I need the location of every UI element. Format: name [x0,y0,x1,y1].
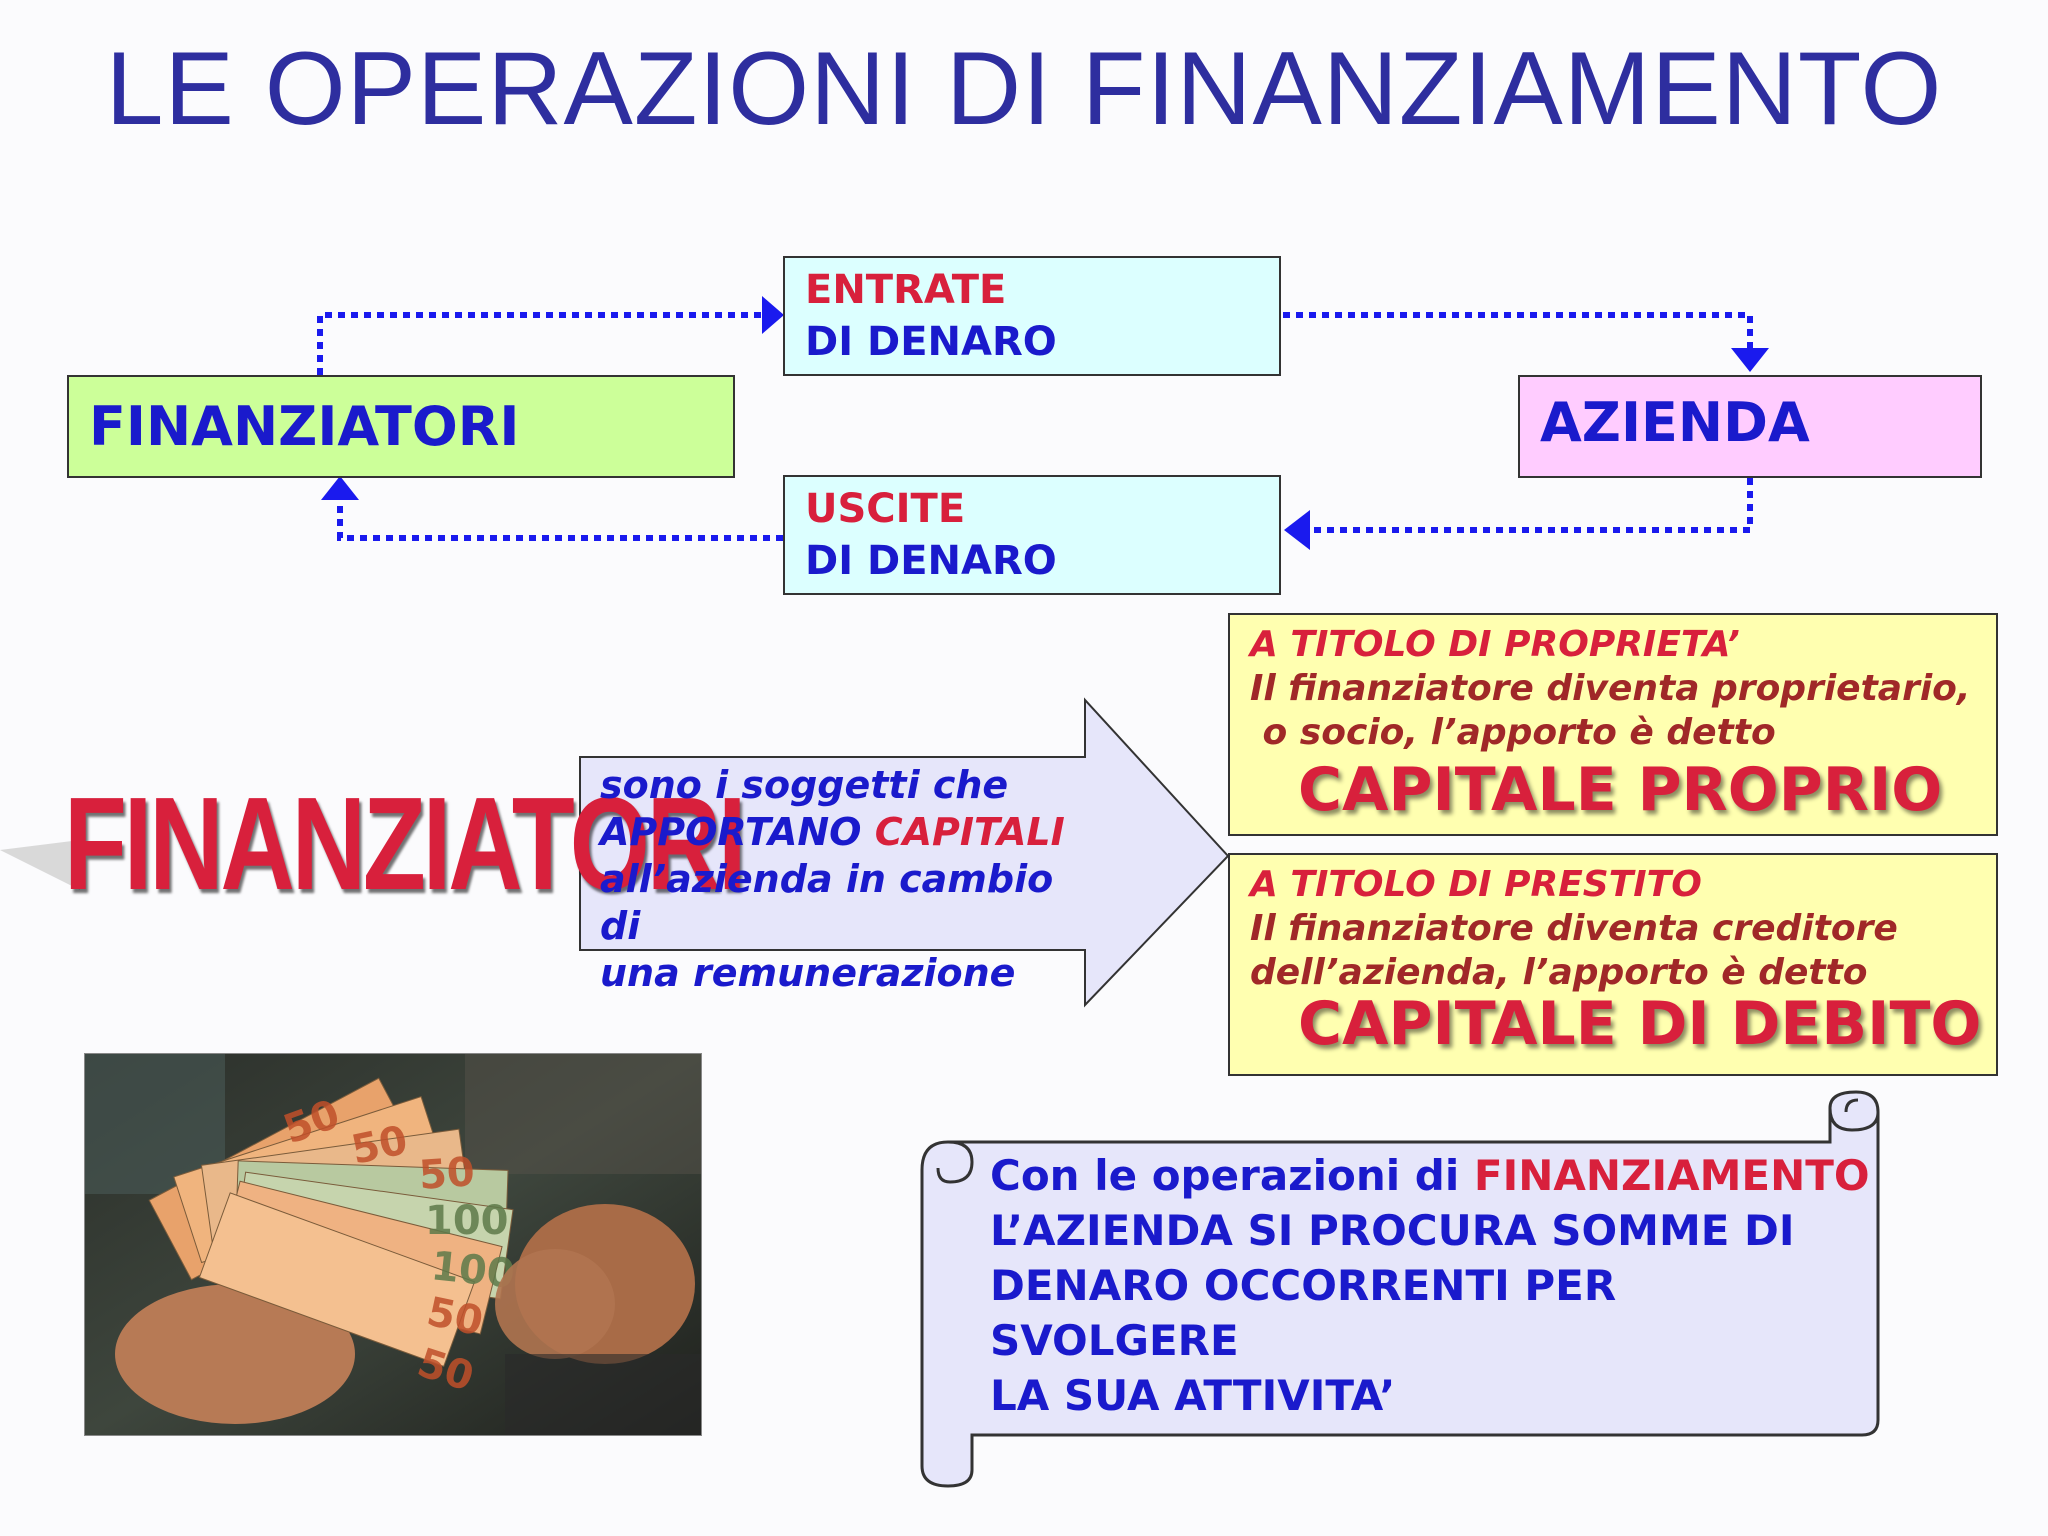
note-label-3: 50 [417,1149,476,1199]
finanziamento-word: FINANZIAMENTO [1473,1151,1870,1200]
uscite-box: USCITE DI DENARO [783,475,1281,595]
entrate-sublabel: DI DENARO [805,319,1057,365]
heading-shadow-wedge [0,840,80,890]
capitale-proprio-label: CAPITALE PROPRIO [1298,755,1943,825]
proprieta-heading: A TITOLO DI PROPRIETA’ [1250,624,1740,665]
arrowhead-entrate [762,296,784,334]
proprieta-desc-1: Il finanziatore diventa proprietario, [1250,668,1971,709]
finanziatori-box: FINANZIATORI [67,375,735,478]
note-label-6: 50 [423,1289,487,1346]
scroll-line-1: Con le operazioni di FINANZIAMENTO [990,1151,1870,1200]
note-label-4: 100 [425,1198,509,1244]
arrow-finanziatori-in-path [337,500,783,541]
prestito-heading: A TITOLO DI PRESTITO [1250,864,1702,905]
uscite-label: USCITE [805,486,966,532]
proprieta-desc-2: o socio, l’apporto è detto [1250,712,1776,753]
azienda-box: AZIENDA [1518,375,1982,478]
definition-line-2: APPORTANO CAPITALI [600,810,1065,854]
scroll-line-2: L’AZIENDA SI PROCURA SOMME DI [990,1206,1795,1255]
finanziatori-heading: FINANZIATORI [64,770,747,917]
scroll-line-3: DENARO OCCORRENTI PER SVOLGERE [990,1261,1617,1365]
block-arrow [579,697,1230,1008]
definition-line-4: una remunerazione [600,951,1016,995]
azienda-label: AZIENDA [1540,391,1810,454]
prestito-desc-1: Il finanziatore diventa creditore [1250,908,1898,949]
arrowhead-finanziatori [321,476,359,500]
capitale-debito-box: A TITOLO DI PRESTITO Il finanziatore div… [1228,853,1998,1076]
definition-text: sono i soggetti che APPORTANO CAPITALI a… [600,762,1070,997]
definition-line-1: sono i soggetti che [600,763,1009,807]
page-title: LE OPERAZIONI DI FINANZIAMENTO [105,31,1943,147]
arrow-azienda-in-path [1283,312,1753,350]
arrow-azienda-out-path [1312,478,1753,533]
euro-banknotes-photo: 50 50 50 100 100 50 50 [84,1053,702,1436]
definition-line-3: all’azienda in cambio di [600,857,1054,948]
note-label-2: 50 [348,1117,412,1174]
arrowhead-uscite [1284,510,1310,550]
entrate-label: ENTRATE [805,267,1007,313]
scroll-line-4: LA SUA ATTIVITA’ [990,1371,1396,1420]
finanziatori-label: FINANZIATORI [89,395,520,458]
capitale-debito-label: CAPITALE DI DEBITO [1298,989,1982,1059]
capitali-word: CAPITALI [874,810,1065,854]
uscite-sublabel: DI DENARO [805,538,1057,584]
arrow-entrate-path [317,312,765,375]
scroll-text: Con le operazioni di FINANZIAMENTO L’AZI… [990,1148,1870,1423]
arrowhead-azienda [1731,348,1769,372]
capitale-proprio-box: A TITOLO DI PROPRIETA’ Il finanziatore d… [1228,613,1998,836]
scroll-banner [920,1090,1880,1488]
prestito-desc-2: dell’azienda, l’apporto è detto [1250,952,1868,993]
entrate-box: ENTRATE DI DENARO [783,256,1281,376]
